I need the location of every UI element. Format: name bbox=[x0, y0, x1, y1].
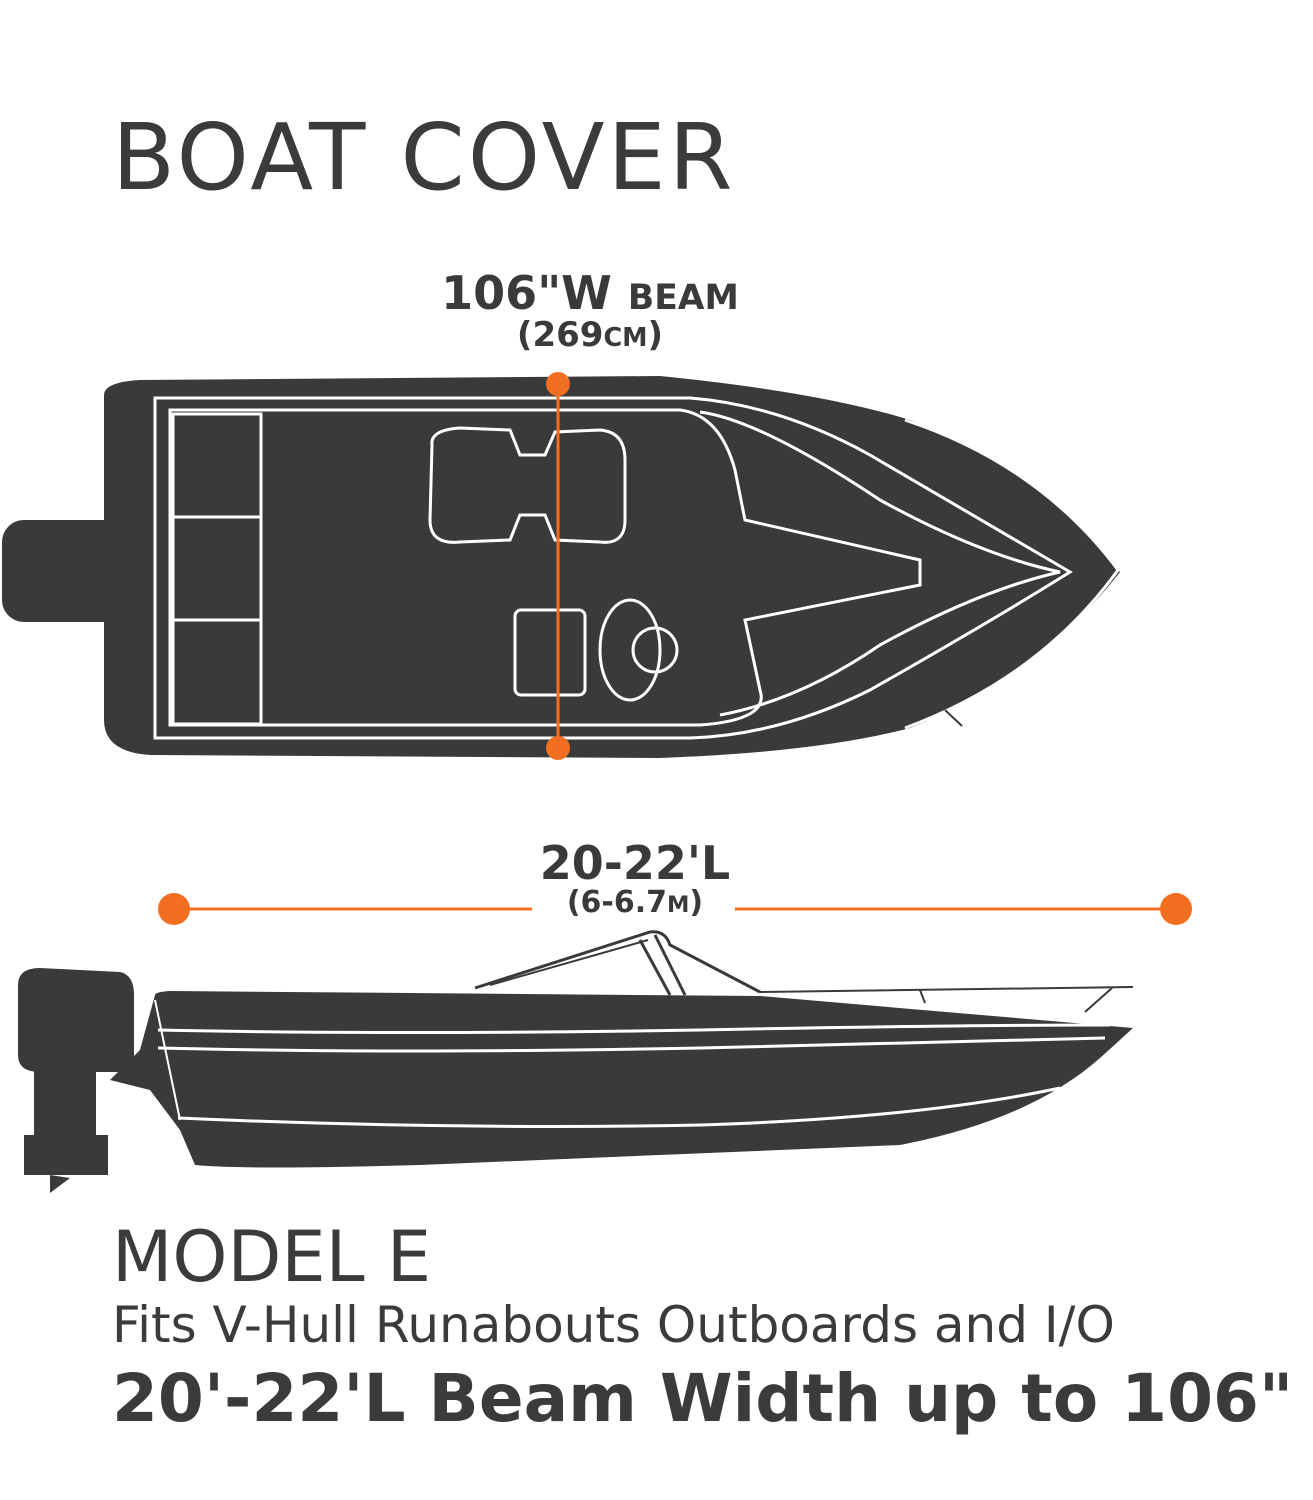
beam-metric-value: (269 bbox=[516, 315, 604, 355]
bow-deck-line bbox=[699, 410, 1061, 717]
fits-description: Fits V-Hull Runabouts Outboards and I/O bbox=[112, 1296, 1115, 1354]
size-range: 20'-22'L Beam Width up to 106" bbox=[112, 1360, 1294, 1437]
windshield-frame bbox=[474, 930, 761, 994]
cockpit-outline bbox=[168, 408, 922, 727]
rear-bench bbox=[171, 412, 263, 726]
model-name: MODEL E bbox=[112, 1216, 432, 1298]
length-measure bbox=[158, 893, 1192, 925]
length-metric-value: (6-6.7 bbox=[566, 885, 668, 920]
boat-cover-top bbox=[104, 376, 1120, 758]
length-metric-close: ) bbox=[689, 885, 704, 920]
outboard-motor-top bbox=[2, 520, 134, 622]
boat-top-view-icon bbox=[2, 372, 1120, 760]
length-metric-unit: M bbox=[667, 892, 690, 918]
boat-side-view-icon bbox=[18, 930, 1134, 1193]
beam-label: BEAM bbox=[627, 278, 739, 318]
hull-stripe-top bbox=[157, 1023, 1111, 1034]
hull-stripe-bottom bbox=[177, 1086, 1061, 1128]
motor-lower-unit bbox=[24, 1135, 108, 1175]
bow-rail-side bbox=[759, 986, 1134, 1013]
length-measure-dot-right bbox=[1160, 893, 1192, 925]
bow-rail bbox=[904, 418, 1120, 730]
boat-cover-side bbox=[110, 991, 1133, 1168]
page-title: BOAT COVER bbox=[112, 104, 736, 211]
passenger-seat bbox=[428, 426, 627, 544]
beam-dimension-label: 106"W BEAM bbox=[330, 270, 850, 316]
beam-measure-dot-bottom bbox=[546, 736, 570, 760]
length-metric-label: (6-6.7M) bbox=[400, 888, 870, 918]
driver-seat bbox=[513, 608, 587, 697]
beam-value: 106"W bbox=[441, 266, 612, 320]
hull-stripe-middle bbox=[157, 1036, 1106, 1053]
beam-measure-dot-top bbox=[546, 372, 570, 396]
outboard-motor-side bbox=[18, 968, 134, 1072]
beam-metric-label: (269CM) bbox=[330, 318, 850, 352]
steering-console bbox=[598, 598, 662, 702]
length-measure-dot-left bbox=[158, 893, 190, 925]
beam-metric-close: ) bbox=[647, 315, 664, 355]
length-dimension-label: 20-22'L bbox=[539, 836, 731, 890]
beam-metric-unit: CM bbox=[603, 323, 648, 353]
deck-outline bbox=[153, 396, 1073, 740]
steering-wheel bbox=[631, 626, 679, 674]
